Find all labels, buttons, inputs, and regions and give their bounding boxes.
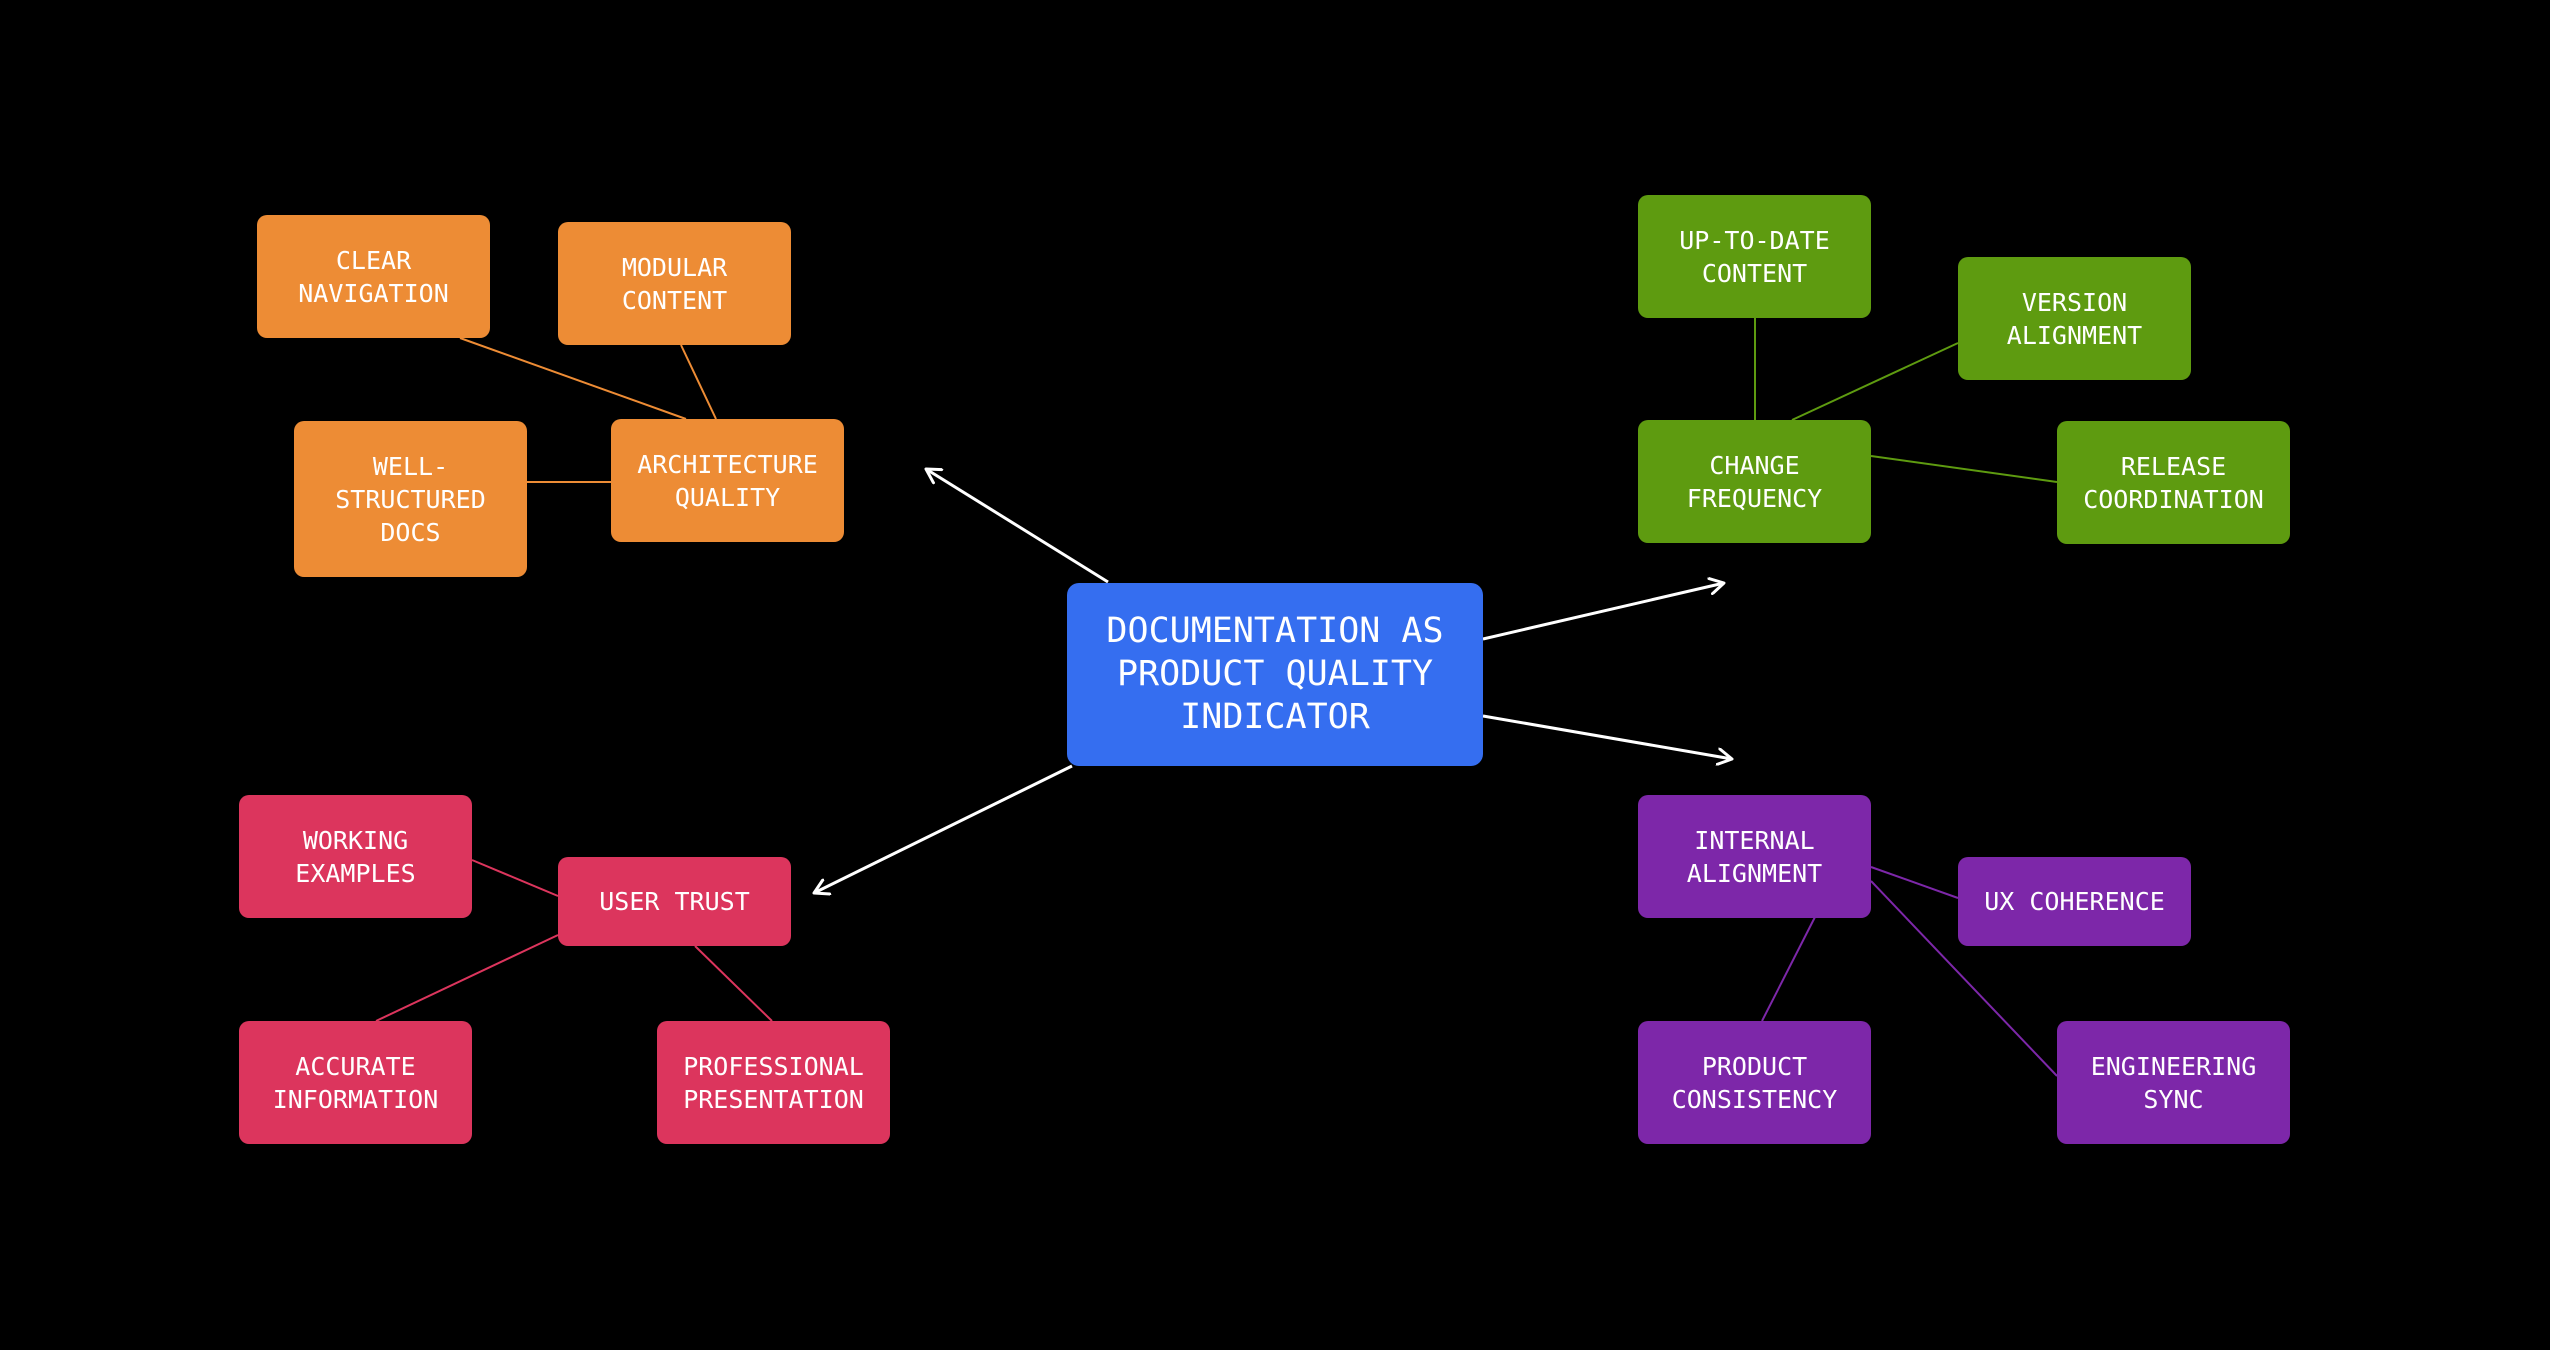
link-alignment-product — [1761, 916, 1816, 1022]
internal-alignment-node[interactable]: INTERNAL ALIGNMENT — [1638, 795, 1871, 918]
link-alignment-engineering — [1870, 880, 2058, 1077]
arrow-to-trust — [814, 764, 1073, 893]
release-coordination-node[interactable]: RELEASE COORDINATION — [2057, 421, 2290, 544]
link-trust-working-examples — [471, 859, 559, 897]
link-architecture-clear-navigation — [459, 337, 687, 420]
up-to-date-content-node[interactable]: UP-TO-DATE CONTENT — [1638, 195, 1871, 318]
product-consistency-node[interactable]: PRODUCT CONSISTENCY — [1638, 1021, 1871, 1144]
link-architecture-modular-content — [680, 344, 717, 420]
link-alignment-ux — [1870, 866, 1959, 899]
well-structured-docs-node[interactable]: WELL- STRUCTURED DOCS — [294, 421, 527, 577]
link-trust-accurate — [375, 934, 559, 1022]
link-change-version — [1791, 342, 1959, 421]
link-change-release — [1870, 455, 2058, 483]
arrow-to-architecture — [926, 469, 1109, 584]
version-alignment-node[interactable]: VERSION ALIGNMENT — [1958, 257, 2191, 380]
link-trust-professional — [694, 945, 773, 1022]
arrow-to-change — [1482, 583, 1724, 641]
central-topic-node[interactable]: DOCUMENTATION AS PRODUCT QUALITY INDICAT… — [1067, 583, 1483, 766]
modular-content-node[interactable]: MODULAR CONTENT — [558, 222, 791, 345]
arrow-to-alignment — [1482, 714, 1732, 759]
accurate-information-node[interactable]: ACCURATE INFORMATION — [239, 1021, 472, 1144]
professional-presentation-node[interactable]: PROFESSIONAL PRESENTATION — [657, 1021, 890, 1144]
user-trust-node[interactable]: USER TRUST — [558, 857, 791, 946]
architecture-quality-node[interactable]: ARCHITECTURE QUALITY — [611, 419, 844, 542]
ux-coherence-node[interactable]: UX COHERENCE — [1958, 857, 2191, 946]
clear-navigation-node[interactable]: CLEAR NAVIGATION — [257, 215, 490, 338]
working-examples-node[interactable]: WORKING EXAMPLES — [239, 795, 472, 918]
change-frequency-node[interactable]: CHANGE FREQUENCY — [1638, 420, 1871, 543]
engineering-sync-node[interactable]: ENGINEERING SYNC — [2057, 1021, 2290, 1144]
